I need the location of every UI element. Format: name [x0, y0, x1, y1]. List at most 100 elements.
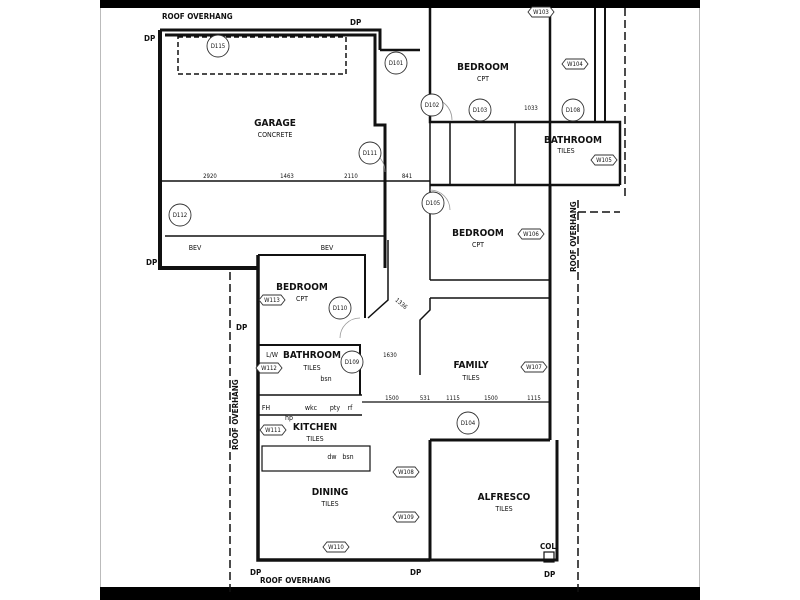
- dimension: 1033: [524, 105, 538, 112]
- window-tag-marker: [527, 6, 555, 18]
- door-tag-marker: [358, 141, 382, 165]
- dimension: 1115: [446, 395, 460, 402]
- dimension: 1336: [393, 297, 408, 312]
- fixture: bsn: [320, 375, 331, 383]
- dp-label: DP: [544, 570, 555, 579]
- roof-overhang-left: ROOF OVERHANG: [231, 379, 240, 450]
- dp-label: DP: [250, 568, 261, 577]
- tag-label: D101: [389, 60, 403, 67]
- window-tag-marker: [590, 154, 618, 166]
- tag-label: D103: [473, 107, 487, 114]
- dp-label: DP: [350, 18, 361, 27]
- fixture: FH: [262, 404, 271, 412]
- door-tag-marker: [468, 98, 492, 122]
- dining-finish: TILES: [320, 500, 338, 508]
- tag-label: D110: [333, 305, 348, 312]
- dimension: 531: [420, 395, 430, 402]
- right-edge: [699, 8, 700, 587]
- tag-label: W109: [398, 514, 414, 521]
- window-tag-marker: [322, 541, 350, 553]
- bottom-border: [100, 587, 700, 600]
- fixture: BEV: [189, 244, 202, 252]
- fixture: wkc: [305, 404, 318, 412]
- garage-label: GARAGE: [254, 118, 296, 129]
- tag-label: W111: [265, 427, 281, 434]
- dimension: 1500: [484, 395, 498, 402]
- window-tag-marker: [392, 466, 420, 478]
- bathroom2-finish: TILES: [302, 364, 320, 372]
- dp-label: DP: [146, 258, 157, 267]
- dp-label: DP: [144, 34, 155, 43]
- tag-label: D112: [173, 212, 187, 219]
- fixture: L/W: [266, 351, 279, 359]
- roof-overhang-right: ROOF OVERHANG: [569, 201, 578, 272]
- bathroom1-label: BATHROOM: [544, 135, 602, 146]
- roof-overhang-bottom: ROOF OVERHANG: [260, 576, 331, 585]
- door-tag-marker: [421, 191, 445, 215]
- garage-finish: CONCRETE: [258, 131, 293, 139]
- roof-overhang-top: ROOF OVERHANG: [162, 12, 233, 21]
- fixture: hp: [285, 414, 293, 422]
- door-tag-marker: [340, 350, 364, 374]
- window-tag-marker: [259, 424, 287, 436]
- tag-label: W108: [398, 469, 414, 476]
- dimension: 1630: [383, 352, 397, 359]
- tag-label: D102: [425, 102, 439, 109]
- window-tag-marker: [517, 228, 545, 240]
- fixture: dw: [327, 453, 336, 461]
- door-tag-marker: [168, 203, 192, 227]
- tag-label: W107: [526, 364, 542, 371]
- tag-label: D104: [461, 420, 476, 427]
- family-finish: TILES: [461, 374, 479, 382]
- door-tag-marker: [206, 34, 230, 58]
- door-window-tags: D115D101D102D103W104D108D111D112D105W106…: [168, 6, 618, 553]
- tag-label: D115: [211, 43, 225, 50]
- top-border: [100, 0, 700, 8]
- walls: [158, 8, 622, 563]
- tag-label: W113: [264, 297, 280, 304]
- window-tag-marker: [255, 362, 283, 374]
- tag-label: D108: [566, 107, 581, 114]
- family-label: FAMILY: [454, 360, 489, 371]
- bedroom1-label: BEDROOM: [457, 62, 509, 73]
- tag-label: W104: [567, 61, 583, 68]
- door-tag-marker: [328, 296, 352, 320]
- kitchen-finish: TILES: [305, 435, 323, 443]
- dimension: 1500: [385, 395, 399, 402]
- tag-label: W105: [596, 157, 612, 164]
- bedroom3-label: BEDROOM: [276, 282, 328, 293]
- dp-label: DP: [236, 323, 247, 332]
- window-tag-marker: [561, 58, 589, 70]
- door-tag-marker: [420, 93, 444, 117]
- tag-label: W110: [328, 544, 344, 551]
- window-tag-marker: [392, 511, 420, 523]
- dimension: 2110: [344, 173, 358, 180]
- dimension: 1115: [527, 395, 541, 402]
- tag-label: W103: [533, 9, 549, 16]
- tag-label: W112: [261, 365, 277, 372]
- tag-label: D109: [345, 359, 360, 366]
- tag-label: W106: [523, 231, 539, 238]
- fixture: pty: [330, 404, 340, 412]
- bedroom2-finish: CPT: [472, 241, 484, 249]
- dimension: 2920: [203, 173, 217, 180]
- tag-label: D105: [426, 200, 440, 207]
- kitchen-label: KITCHEN: [293, 422, 337, 433]
- bathroom2-label: BATHROOM: [283, 350, 341, 361]
- bedroom3-finish: CPT: [296, 295, 308, 303]
- window-tag-marker: [258, 294, 286, 306]
- alfresco-label: ALFRESCO: [478, 492, 531, 503]
- bedroom1-finish: CPT: [477, 75, 489, 83]
- roof-overhang-lines: [229, 8, 626, 592]
- dimension: 1463: [280, 173, 294, 180]
- door-tag-marker: [456, 411, 480, 435]
- dining-label: DINING: [312, 487, 349, 498]
- col-label: COL: [540, 542, 556, 551]
- dp-label: DP: [410, 568, 421, 577]
- dimension: 841: [402, 173, 412, 180]
- fixture: bsn: [342, 453, 353, 461]
- bathroom1-finish: TILES: [556, 147, 574, 155]
- door-tag-marker: [561, 98, 585, 122]
- fixture: rf: [348, 404, 354, 412]
